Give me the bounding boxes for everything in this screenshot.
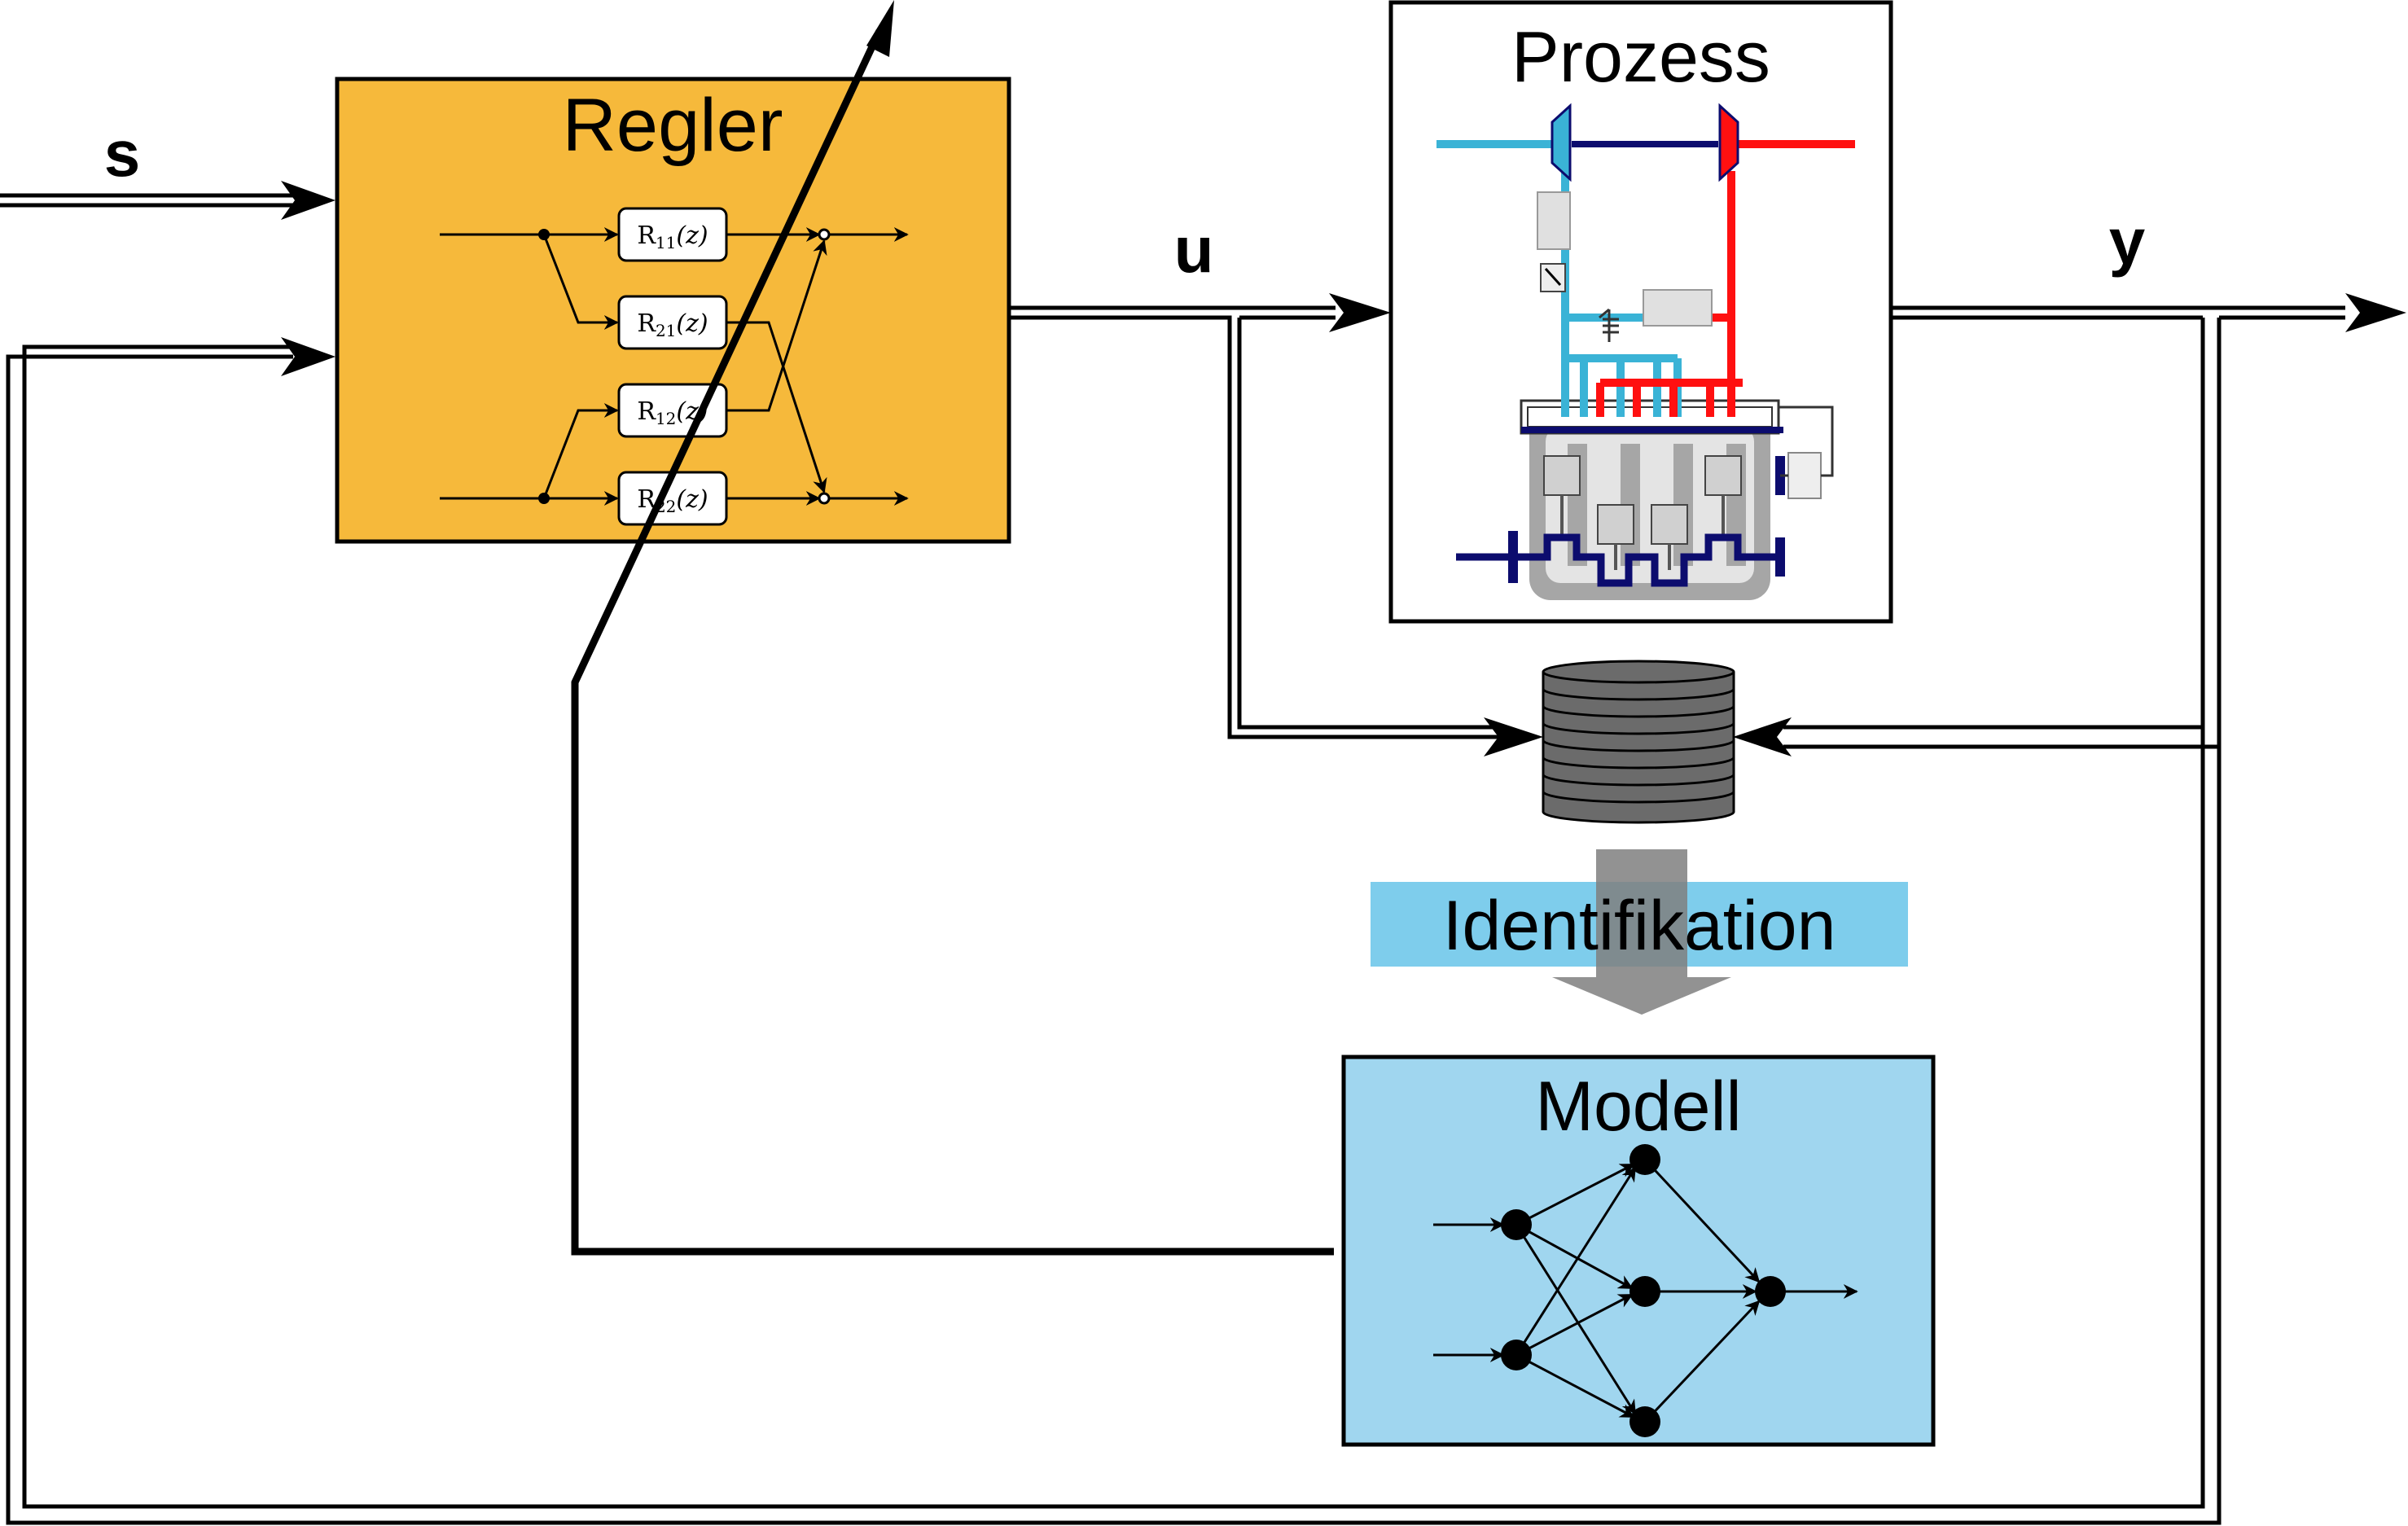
signal-lines [0, 181, 2406, 1525]
model-title: Modell [1535, 1068, 1741, 1146]
control-signal-label: u [1174, 213, 1214, 286]
output-arrow [1783, 305, 2345, 749]
output-arrowhead [2345, 293, 2406, 332]
sum-node [818, 492, 831, 505]
adaptation-arrow [571, 0, 1334, 1256]
database-icon [1542, 660, 1735, 824]
sub-block-r21: R21(z) [617, 295, 728, 350]
control-arrowhead [1329, 293, 1391, 332]
feedback-arrowhead [281, 337, 336, 376]
model-block: Modell [1341, 1055, 1936, 1447]
svg-text:R11(z): R11(z) [637, 221, 708, 252]
neural-network-icon [1433, 1144, 1858, 1437]
setpoint-arrow [0, 181, 336, 220]
sub-block-arg: (z) [676, 221, 708, 250]
sub-block-arg: (z) [676, 309, 708, 338]
setpoint-label: s [104, 117, 141, 190]
controller-block: Regler R11(z) R21(z) [335, 77, 1011, 544]
controller-title: Regler [562, 84, 783, 167]
sub-block-index: 12 [656, 409, 676, 428]
sub-block-main: R [637, 309, 656, 338]
branch-node [538, 229, 550, 240]
engine-schematic-icon [1436, 103, 1855, 600]
sub-block-main: R [637, 397, 656, 426]
sub-block-arg: (z) [676, 485, 708, 514]
control-arrow [1010, 305, 1498, 739]
sub-block-main: R [637, 221, 656, 250]
branch-node [538, 493, 550, 504]
u-to-data-arrowhead [1484, 717, 1543, 756]
output-signal-label: y [2109, 205, 2146, 278]
process-block: Prozess [1388, 0, 1893, 624]
sub-block-r11: R11(z) [617, 207, 728, 262]
svg-text:R21(z): R21(z) [637, 309, 708, 340]
sub-block-index: 21 [656, 321, 676, 340]
identification-step: Identifikation [1371, 849, 1908, 1015]
sub-block-index: 11 [656, 233, 676, 252]
y-to-data-arrowhead [1733, 717, 1792, 756]
feedback-arrow [6, 318, 2222, 1525]
process-title: Prozess [1511, 16, 1770, 97]
identification-label: Identifikation [1443, 887, 1836, 965]
sum-node [818, 228, 831, 241]
